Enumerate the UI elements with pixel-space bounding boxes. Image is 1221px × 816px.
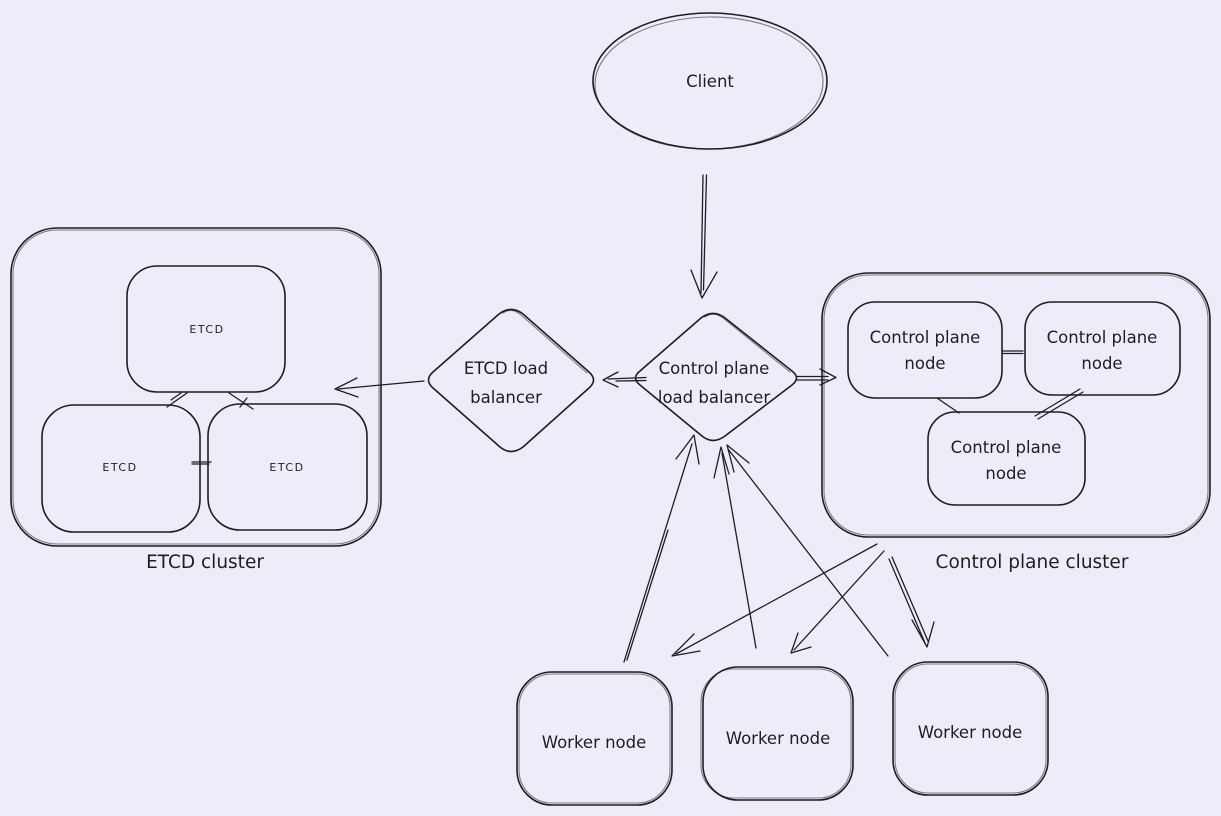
cp-lb-label-line2: load balancer (658, 388, 770, 407)
control-plane-cluster-group[interactable]: Control plane node Control plane node Co… (821, 272, 1211, 573)
worker-node-1-label: Worker node (542, 733, 647, 752)
etcd-node-2-label: ETCD (102, 461, 137, 474)
client-label: Client (686, 72, 734, 91)
etcd-load-balancer-node[interactable]: ETCD load balancer (427, 308, 595, 453)
etcd-node-1[interactable]: ETCD (126, 265, 286, 393)
etcd-node-2[interactable]: ETCD (41, 404, 201, 533)
cp-node-3-label-line1: Control plane (951, 438, 1062, 457)
etcd-node-3-label: ETCD (269, 461, 304, 474)
control-plane-node-1[interactable]: Control plane node (847, 301, 1003, 399)
worker-node-2[interactable]: Worker node (700, 666, 854, 801)
arrow-worker1-to-cp-lb[interactable] (623, 434, 700, 663)
etcd-node-3[interactable]: ETCD (207, 403, 368, 531)
control-plane-load-balancer-node[interactable]: Control plane load balancer (634, 312, 798, 442)
worker-node-1[interactable]: Worker node (516, 671, 673, 806)
connector-cp1-cp2[interactable] (1002, 350, 1024, 355)
client-node[interactable]: Client (592, 12, 828, 151)
cp-lb-label-line1: Control plane (659, 359, 770, 378)
connector-etcd1-etcd3[interactable] (228, 392, 254, 410)
worker-node-3-label: Worker node (918, 723, 1023, 742)
connector-cp2-cp3[interactable] (1034, 388, 1084, 420)
arrow-cp-cluster-to-worker2[interactable] (790, 550, 885, 654)
arrow-cp-cluster-to-worker3[interactable] (888, 556, 935, 648)
arrow-cp-cluster-to-worker1[interactable] (671, 543, 878, 657)
cp-node-1-label-line1: Control plane (870, 328, 981, 347)
etcd-lb-label-line2: balancer (470, 388, 542, 407)
connector-etcd1-etcd2[interactable] (166, 392, 188, 408)
arrow-cp-lb-to-cp-cluster[interactable] (796, 368, 837, 386)
worker-node-3[interactable]: Worker node (892, 661, 1049, 796)
arrow-worker3-to-cp-lb[interactable] (726, 444, 889, 657)
cp-node-3-label-line2: node (985, 464, 1026, 483)
etcd-lb-label-line1: ETCD load (464, 359, 548, 378)
etcd-cluster-caption: ETCD cluster (146, 552, 264, 573)
etcd-node-1-label: ETCD (189, 323, 224, 336)
cp-node-1-label-line2: node (904, 354, 945, 373)
worker-node-2-label: Worker node (726, 729, 831, 748)
control-plane-cluster-caption: Control plane cluster (936, 552, 1129, 573)
arrow-worker2-to-cp-lb[interactable] (713, 446, 757, 649)
control-plane-node-2[interactable]: Control plane node (1024, 301, 1181, 396)
arrow-client-to-cp-lb[interactable] (690, 174, 718, 299)
cp-node-2-label-line2: node (1081, 354, 1122, 373)
control-plane-node-3[interactable]: Control plane node (927, 411, 1086, 506)
connector-etcd2-etcd3[interactable] (191, 461, 212, 465)
arrow-cp-lb-to-etcd-lb[interactable] (602, 371, 647, 388)
connector-cp1-cp3[interactable] (936, 397, 960, 414)
cp-node-2-label-line1: Control plane (1047, 328, 1158, 347)
etcd-cluster-group[interactable]: ETCD ETCD ETCD ETCD cluster (10, 227, 382, 573)
